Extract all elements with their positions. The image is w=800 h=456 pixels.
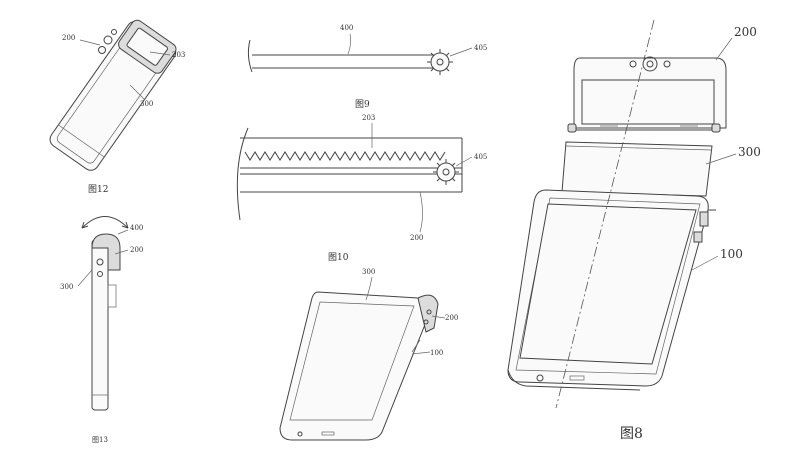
fig8-caption: 图8: [620, 426, 643, 442]
fig9-label-400: 400: [340, 24, 353, 32]
figure-bottom-phone: 300 200 100: [279, 268, 458, 441]
fig8-phone-body-100: [507, 189, 716, 391]
fig10-label-203: 203: [362, 114, 375, 122]
bottom-phone-screen: [289, 301, 415, 421]
fig8-label-300: 300: [738, 145, 761, 159]
fig8-flexible-panel-300: [561, 141, 713, 197]
fig10-rack-teeth: [244, 151, 446, 161]
bottom-phone-label-300: 300: [362, 268, 375, 276]
fig12-phone-body: [49, 19, 177, 171]
figure-10: 203 405 200 图10: [236, 114, 487, 263]
fig9-caption: 图9: [355, 99, 370, 110]
fig13-label-400: 400: [130, 224, 143, 232]
fig10-label-200: 200: [410, 234, 423, 242]
fig9-label-405: 405: [474, 44, 487, 52]
fig12-label-200: 200: [62, 34, 75, 42]
fig12-label-300: 300: [140, 100, 153, 108]
fig12-leader-lines: [79, 39, 171, 101]
fig8-label-100: 100: [720, 247, 743, 261]
fig13-camera-module: [91, 233, 121, 271]
bottom-phone-label-200: 200: [445, 314, 458, 322]
fig10-gear-icon: [433, 159, 459, 185]
fig8-axis-line: [555, 19, 655, 409]
figure-13: 400 200 300 图13: [60, 216, 143, 444]
fig12-caption: 图12: [88, 184, 108, 195]
fig10-caption: 图10: [328, 252, 349, 263]
bottom-phone-body: [279, 291, 431, 441]
fig13-label-200: 200: [130, 246, 143, 254]
fig8-camera-module-200: [567, 56, 727, 133]
fig9-gear-icon: [427, 49, 453, 75]
fig12-label-203: 203: [172, 51, 185, 59]
fig10-label-405: 405: [474, 153, 487, 161]
bottom-phone-label-100: 100: [430, 349, 443, 357]
figure-12: 200 203 300 图12: [49, 19, 185, 195]
fig8-label-200: 200: [734, 25, 757, 39]
figure-8: 200 300 100 图8: [507, 19, 761, 442]
fig13-caption: 图13: [92, 436, 108, 444]
fig13-rotation-arrow: [81, 216, 129, 229]
fig13-label-300: 300: [60, 283, 73, 291]
figure-9: 400 405 图9: [247, 24, 487, 110]
fig12-camera-lenses: [98, 29, 117, 54]
